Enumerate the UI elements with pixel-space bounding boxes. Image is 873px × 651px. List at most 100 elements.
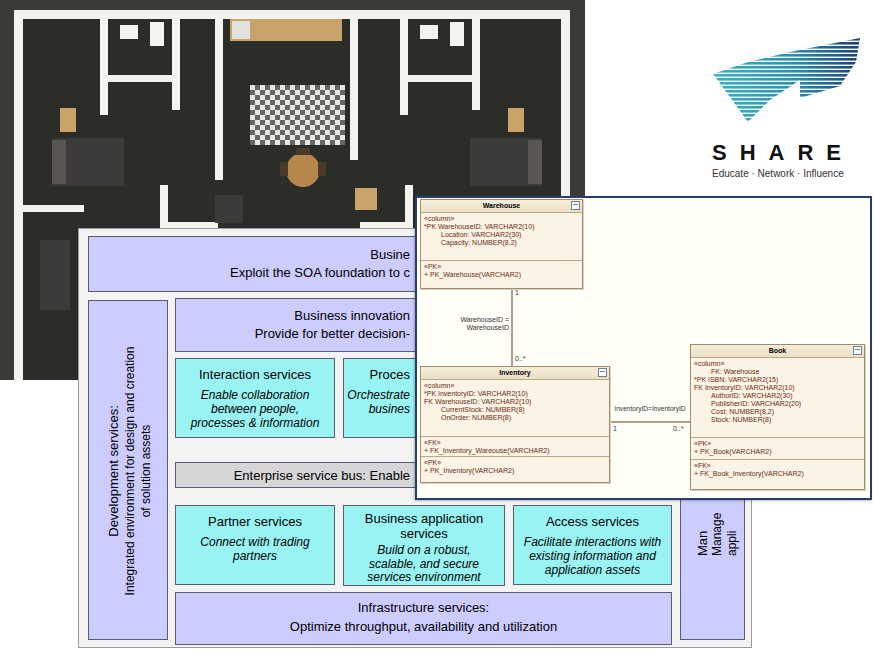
table-row: «column» [421, 382, 609, 390]
table-title: Inventory [421, 368, 609, 378]
rotated-text-group: Development services:Integrated environm… [89, 311, 169, 631]
body-text: Exploit the SOA foundation to c [230, 264, 410, 282]
multiplicity-label: 0..* [515, 355, 526, 363]
body-text: Orchestrate busines [344, 388, 410, 416]
label-anchor: SHARE [712, 140, 854, 166]
service-band: Development services:Integrated environm… [88, 300, 168, 640]
heading-text: Man [695, 531, 710, 556]
database-table: Inventory«column»*PK InventoryID: VARCHA… [420, 366, 610, 483]
edge-label: InventoryID=InventoryID [614, 405, 685, 413]
label-anchor: 0..* [673, 425, 684, 433]
body-text: Manage appli [710, 504, 740, 556]
table-row: «column» [421, 215, 582, 223]
table-row: CurrentStock: NUMBER(8) [421, 406, 609, 414]
table-row: Location: VARCHAR2(30) [421, 231, 582, 239]
body-text: Build on a robust, scalable, and secure … [360, 544, 488, 585]
table-icon [599, 369, 607, 377]
edge-label-anchor: InventoryID=InventoryID [614, 405, 685, 413]
service-box: Partner servicesConnect with trading par… [175, 505, 335, 585]
table-title-bar: Book [691, 345, 864, 357]
heading-text: Proces [344, 367, 410, 383]
database-table: Warehouse«column»*PK WarehouseID: VARCHA… [420, 199, 583, 289]
logo-stripes [710, 38, 865, 125]
heading-text: Access services [546, 514, 639, 530]
service-band: Infrastructure services: Optimize through… [175, 592, 672, 645]
heading-text: Development services: [105, 405, 122, 537]
multiplicity-label: 0..* [673, 425, 684, 433]
edge-label: WarehouseID = WarehouseID [455, 316, 509, 332]
heading-text: Enterprise service bus: Enable [234, 467, 410, 484]
table-row: *PK ISBN: VARCHAR2(15) [691, 376, 864, 384]
table-row: «column» [691, 360, 864, 368]
body-text: Facilitate interactions with existing in… [515, 535, 670, 577]
table-row: «FK» [691, 462, 864, 470]
label-anchor: 1 [613, 425, 617, 433]
heading-text: Business application services [354, 511, 494, 541]
table-compartment: «column»*PK InventoryID: VARCHAR2(10)FK … [421, 379, 609, 436]
text-group: BusineExploit the SOA foundation to c [230, 246, 410, 282]
body-text: Integrated environment for design and cr… [122, 346, 154, 596]
table-row: + PK_Book(VARCHAR2) [691, 448, 864, 456]
table-compartment: «column»*PK WarehouseID: VARCHAR2(10)Loc… [421, 212, 582, 260]
service-box: Access servicesFacilitate interactions w… [513, 505, 672, 585]
label-anchor: 0..* [515, 355, 526, 363]
label-anchor: Educate · Network · Influence [712, 168, 844, 180]
text-group: ProcesOrchestrate busines [344, 367, 410, 416]
service-box: Interaction servicesEnable collaboration… [175, 358, 335, 438]
association-line [512, 289, 513, 366]
rotated-text-group: ManManage appli [692, 504, 742, 556]
body-text: Optimize throughput, availability and ut… [290, 619, 557, 635]
text-group: Business innovationProvide for better de… [255, 307, 410, 343]
table-row: + PK_Warehouse(VARCHAR2) [421, 271, 582, 279]
table-compartment: «column»FK: Warehouse*PK ISBN: VARCHAR2(… [691, 357, 864, 437]
table-row: *PK WarehouseID: VARCHAR2(10) [421, 223, 582, 231]
logo-wordmark: SHARE [712, 140, 854, 166]
table-row: Stock: NUMBER(8) [691, 416, 864, 424]
table-row: «PK» [421, 459, 609, 467]
table-title: Warehouse [421, 201, 582, 211]
database-table: Book«column»FK: Warehouse*PK ISBN: VARCH… [690, 344, 865, 490]
table-row: Capacity: NUMBER(8,2) [421, 239, 582, 247]
table-row: FK: Warehouse [691, 368, 864, 376]
table-title-bar: Inventory [421, 367, 609, 379]
edge-label-anchor: WarehouseID = WarehouseID [455, 316, 509, 332]
table-compartment: «FK»+ FK_Book_Inventory(VARCHAR2) [691, 459, 864, 489]
table-row: *PK InventoryID: VARCHAR2(10) [421, 390, 609, 398]
logo-tagline: Educate · Network · Influence [712, 168, 844, 180]
service-box: Business application servicesBuild on a … [343, 505, 505, 586]
table-row: Cost: NUMBER(8,2) [691, 408, 864, 416]
heading-text: Business innovation [255, 307, 410, 325]
table-compartment: «PK»+ PK_Warehouse(VARCHAR2) [421, 260, 582, 288]
table-title: Book [691, 346, 864, 356]
table-row: + FK_Book_Inventory(VARCHAR2) [691, 470, 864, 478]
heading-text: Partner services [208, 514, 302, 530]
table-row: FK InventoryID: VARCHAR2(10) [691, 384, 864, 392]
heading-text: Busine [230, 246, 410, 264]
table-row: «PK» [691, 440, 864, 448]
heading-text: Infrastructure services: [358, 600, 490, 616]
table-row: «PK» [421, 263, 582, 271]
table-row: PublisherID: VARCHAR2(20) [691, 400, 864, 408]
table-row: + PK_Inventory(VARCHAR2) [421, 467, 609, 475]
table-compartment: «FK»+ FK_Inventory_Wareouse(VARCHAR2) [421, 436, 609, 456]
body-text: Connect with trading partners [190, 535, 320, 563]
heading-text: Interaction services [199, 367, 311, 383]
table-icon [854, 347, 862, 355]
body-text: Enable collaboration between people, pro… [185, 388, 325, 430]
table-row: «FK» [421, 439, 609, 447]
text-group: Enterprise service bus: Enable [234, 467, 410, 484]
multiplicity-label: 1 [515, 289, 519, 297]
table-icon [572, 202, 580, 210]
multiplicity-label: 1 [613, 425, 617, 433]
table-row: OnOrder: NUMBER(8) [421, 414, 609, 422]
association-line [610, 422, 690, 423]
table-row: FK WarehouseID: VARCHAR2(10) [421, 398, 609, 406]
table-row: + FK_Inventory_Wareouse(VARCHAR2) [421, 447, 609, 455]
table-compartment: «PK»+ PK_Book(VARCHAR2) [691, 437, 864, 459]
table-row: AuthorID: VARCHAR2(30) [691, 392, 864, 400]
body-text: Provide for better decision- [255, 325, 410, 343]
